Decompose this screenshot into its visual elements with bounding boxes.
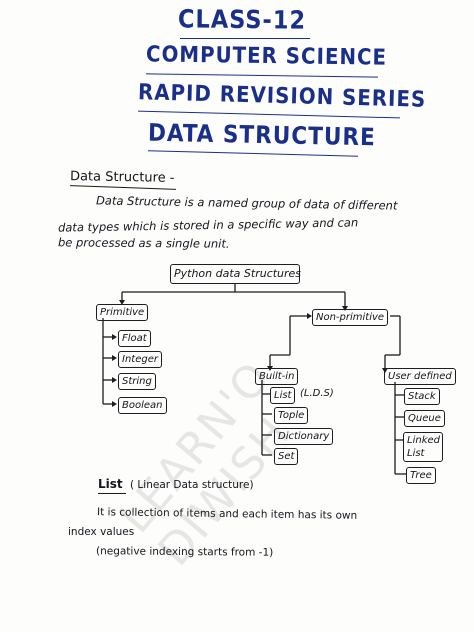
primitive-item-boolean: Boolean (118, 397, 167, 414)
list-heading-underline (98, 493, 126, 494)
user-defined-item-queue: Queue (404, 410, 445, 427)
non-primitive-node: Non-primitive (312, 309, 389, 326)
primitive-item-string: String (118, 373, 156, 390)
class-title-underline (180, 38, 310, 39)
user-defined-item-stack: Stack (404, 388, 440, 405)
root-node: Python data Structures (170, 264, 301, 284)
list-heading-note: ( Linear Data structure) (130, 479, 254, 491)
list-line-3: (negative indexing starts from -1) (95, 545, 274, 559)
built-in-node: Built-in (255, 368, 299, 385)
built-in-list-note: (L.D.S) (300, 388, 334, 399)
built-in-item-set: Set (274, 448, 299, 465)
user-defined-item-linked-list: Linked List (403, 432, 443, 462)
built-in-item-dictionary: Dictionary (274, 428, 334, 445)
list-line-2: index values (68, 526, 135, 538)
built-in-item-tuple: Tople (274, 407, 309, 424)
primitive-item-integer: Integer (118, 351, 162, 368)
list-heading: List (98, 477, 123, 491)
primitive-item-float: Float (118, 330, 151, 347)
user-defined-item-tree: Tree (406, 467, 436, 484)
primitive-node: Primitive (96, 304, 149, 321)
built-in-item-list: List (270, 387, 296, 404)
user-defined-node: User defined (384, 368, 456, 385)
